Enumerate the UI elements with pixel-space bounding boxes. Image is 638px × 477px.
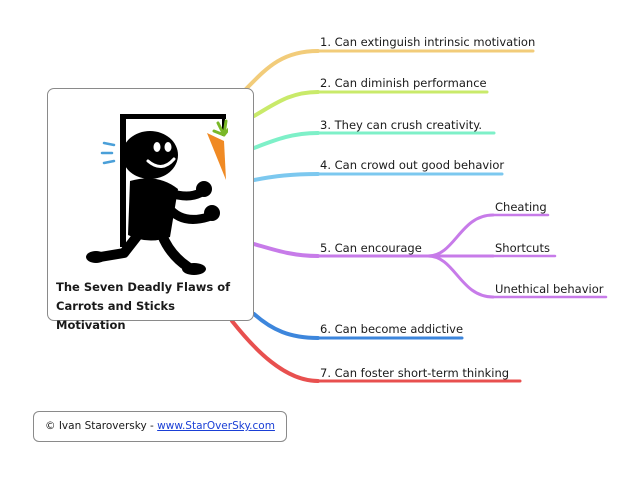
- branch-2-connector: [252, 90, 320, 118]
- branch-1-connector: [241, 49, 320, 94]
- central-topic-title: The Seven Deadly Flaws of Carrots and St…: [56, 280, 231, 332]
- credit-box: © Ivan Staroversky - www.StarOverSky.com: [33, 411, 287, 442]
- branch-4-label: 4. Can crowd out good behavior: [320, 158, 505, 172]
- carrot-leaves-icon: [212, 119, 228, 137]
- credit-text: © Ivan Staroversky -: [45, 420, 158, 432]
- branch-6-connector: [252, 312, 320, 340]
- sub-branch-unethical-behavior-label: Unethical behavior: [495, 282, 604, 296]
- branch-3-connector: [252, 131, 320, 150]
- branch-6-label: 6. Can become addictive: [320, 322, 464, 336]
- carrot-icon: [207, 133, 226, 180]
- sub-branch-3-connector: [426, 254, 495, 299]
- carrot-and-stick-figure-icon: [86, 114, 228, 275]
- branch-7-label: 7. Can foster short-term thinking: [320, 366, 510, 380]
- central-topic-card: The Seven Deadly Flaws of Carrots and St…: [47, 88, 254, 332]
- branch-4-connector: [252, 172, 320, 182]
- branch-underlines: [316, 49, 608, 383]
- sub-branch-1-connector: [426, 213, 495, 258]
- branch-1-label: 1. Can extinguish intrinsic motivation: [320, 35, 536, 49]
- motion-lines-icon: [100, 141, 116, 165]
- branch-5-connector: [252, 242, 320, 258]
- sub-branch-shortcuts-label: Shortcuts: [495, 241, 550, 255]
- branch-connectors: [230, 49, 495, 383]
- credit-link[interactable]: www.StarOverSky.com: [157, 420, 275, 432]
- branch-2-label: 2. Can diminish performance: [320, 76, 487, 90]
- sub-branch-cheating-label: Cheating: [495, 200, 547, 214]
- branch-3-label: 3. They can crush creativity.: [320, 118, 483, 132]
- branch-7-connector: [230, 319, 320, 383]
- branch-5-label: 5. Can encourage: [320, 241, 422, 255]
